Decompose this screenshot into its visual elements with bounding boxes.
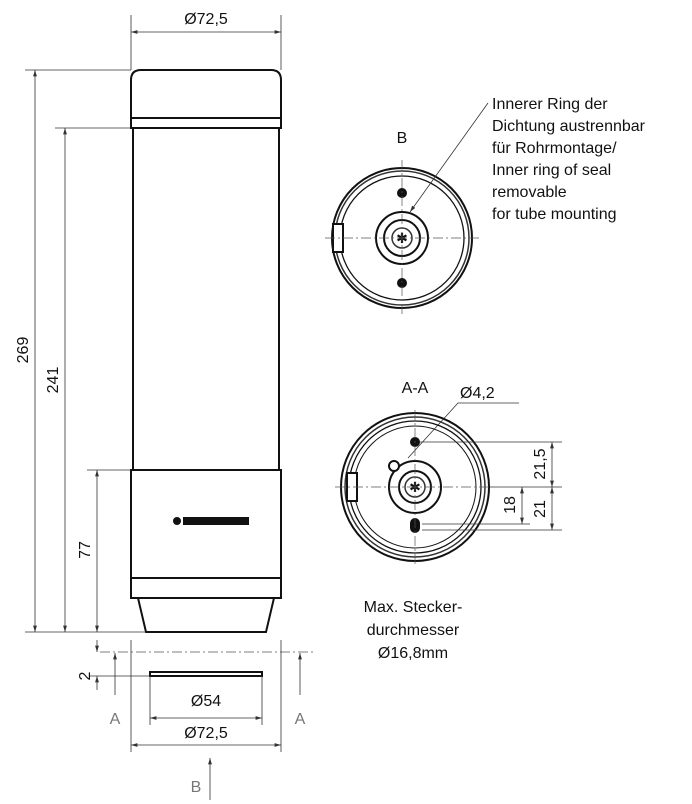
plate-thickness-label: 2	[77, 671, 94, 680]
view-b-label: B	[397, 130, 408, 147]
svg-text:Ø16,8mm: Ø16,8mm	[378, 645, 448, 662]
mounting-plate	[149, 671, 263, 677]
height-77-label: 77	[77, 541, 94, 559]
dim-21-label: 21	[532, 500, 549, 518]
svg-text:Max. Stecker-: Max. Stecker-	[364, 599, 463, 616]
svg-text:durchmesser: durchmesser	[367, 622, 460, 639]
svg-text:removable: removable	[492, 184, 567, 201]
section-marker-a-left: A	[110, 711, 121, 728]
svg-text:for tube mounting: for tube mounting	[492, 206, 617, 223]
plate-diameter-label: Ø54	[191, 693, 221, 710]
bottom-diameter-label: Ø72,5	[184, 725, 228, 742]
view-marker-b: B	[191, 779, 202, 796]
top-diameter-label: Ø72,5	[184, 11, 228, 28]
cap	[130, 69, 282, 119]
height-241-label: 241	[45, 367, 62, 394]
base-band	[130, 577, 282, 599]
hole-diameter-label: Ø4,2	[460, 385, 495, 402]
section-aa-label: A-A	[402, 380, 429, 397]
view-b-note: Innerer Ring der Dichtung austrennbar fü…	[492, 96, 646, 223]
dim-21-5-label: 21,5	[532, 448, 549, 479]
dim-18-label: 18	[502, 496, 519, 514]
section-aa: A-A Ø4,2 ✱ 21,5 21 18	[335, 380, 562, 565]
base-taper	[136, 597, 276, 633]
connector-note: Max. Stecker- durchmesser Ø16,8mm	[364, 599, 463, 662]
view-b: B ✱ Innerer Ring der Dichtung austrennba…	[325, 96, 646, 315]
tube	[132, 127, 280, 471]
svg-text:Innerer Ring der: Innerer Ring der	[492, 96, 608, 113]
werma-logo	[173, 517, 249, 525]
height-269-label: 269	[15, 337, 32, 364]
svg-text:Inner ring of seal: Inner ring of seal	[492, 162, 611, 179]
svg-text:für Rohrmontage/: für Rohrmontage/	[492, 140, 617, 157]
side-view: Ø72,5 269 241 77 2 A A	[15, 11, 315, 800]
section-marker-a-right: A	[295, 711, 306, 728]
seal-ring	[130, 117, 282, 129]
svg-text:Dichtung austrennbar: Dichtung austrennbar	[492, 118, 646, 135]
